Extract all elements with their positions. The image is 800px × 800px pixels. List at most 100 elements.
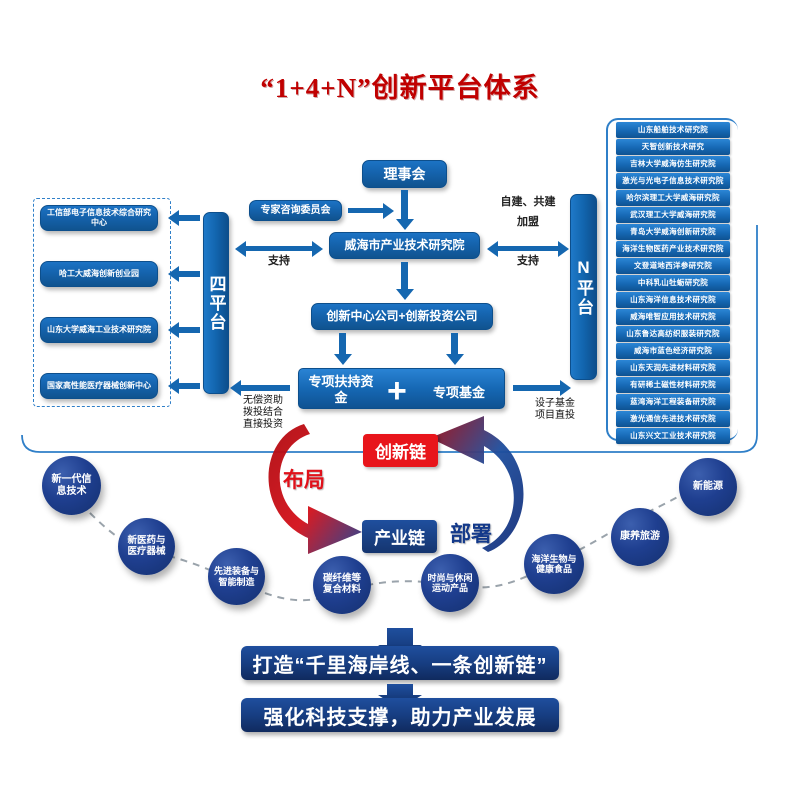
industry-bubble-1-line1: 新一代信 [51, 474, 92, 485]
support-left-label: 支持 [268, 255, 290, 267]
n-platform-item[interactable]: 威海唯智应用技术研究院 [616, 309, 730, 325]
arrow-fund-to-right-funding [513, 385, 561, 391]
n-platform-item[interactable]: 山东鲁达高纺织服装研究院 [616, 326, 730, 342]
plus-icon: + [387, 372, 407, 410]
deploy-word: 部署 [450, 523, 492, 546]
four-platform-item-3[interactable]: 山东大学威海工业技术研究院 [40, 317, 158, 343]
right-funding-line1: 设子基金 [535, 398, 575, 409]
industry-bubble-4-line2: 复合材料 [322, 584, 361, 595]
four-platform-item-2-label: 哈工大威海创新创业园 [59, 269, 139, 279]
build-modes-line1: 自建、共建 [500, 196, 556, 208]
arrow-to-banner-2 [387, 684, 413, 696]
n-platform-item[interactable]: 武汉理工大学威海研究院 [616, 207, 730, 223]
n-platform-bar[interactable]: N平台 [570, 194, 597, 380]
industry-bubble-2[interactable]: 新医药与 医疗器械 [118, 518, 175, 575]
arrow-advisory-to-institute [348, 208, 384, 213]
industry-bubble-7[interactable]: 康养旅游 [611, 508, 669, 566]
industry-bubble-6-line1: 海洋生物与 [531, 553, 577, 564]
n-platform-item[interactable]: 激光通信先进技术研究院 [616, 411, 730, 427]
n-platform-item[interactable]: 哈尔滨理工大学威海研究院 [616, 190, 730, 206]
industry-bubble-1-line2: 息技术 [56, 485, 87, 497]
connector-arrow-four-3 [178, 327, 200, 333]
arrow-to-banner-1 [387, 628, 413, 646]
chain-loop-arrows [268, 416, 524, 554]
n-platform-item-label: 天智创新技术研究 [641, 142, 705, 152]
enclosure-outline [21, 225, 758, 453]
n-platform-item-label: 有研稀土磁性材料研究院 [630, 380, 716, 390]
four-platform-item-2[interactable]: 哈工大威海创新创业园 [40, 261, 158, 287]
four-platform-bar[interactable]: 四平台 [203, 212, 229, 394]
bottom-banner-1-label: 打造“千里海岸线、一条创新链” [252, 654, 548, 677]
n-platform-bar-label: N平台 [574, 257, 593, 317]
n-platform-item[interactable]: 吉林大学威海仿生研究院 [616, 156, 730, 172]
n-platform-item-label: 海洋生物医药产业技术研究院 [622, 244, 724, 254]
n-platform-item[interactable]: 天智创新技术研究 [616, 139, 730, 155]
industry-bubble-6[interactable]: 海洋生物与 健康食品 [524, 534, 584, 594]
arrow-companies-to-fund-right [451, 333, 458, 355]
n-platform-item-label: 武汉理工大学威海研究院 [630, 210, 716, 220]
council-box[interactable]: 理事会 [362, 160, 447, 188]
four-platform-item-1-label: 工信部电子信息技术综合研究中心 [47, 208, 151, 227]
n-platform-item[interactable]: 激光与光电子信息技术研究院 [616, 173, 730, 189]
industry-bubble-1[interactable]: 新一代信 息技术 [42, 456, 101, 515]
four-platform-item-3-label: 山东大学威海工业技术研究院 [47, 325, 151, 335]
n-platform-item-label: 青岛大学威海创新研究院 [630, 227, 716, 237]
innovation-chain-label: 创新链 [363, 434, 438, 467]
advisory-box[interactable]: 专家咨询委员会 [249, 200, 342, 221]
n-platform-item-label: 蓝湾海洋工程装备研究院 [630, 397, 716, 407]
support-right-label: 支持 [517, 255, 539, 267]
four-platform-bar-label: 四平台 [206, 274, 226, 332]
n-platform-item-label: 山东海洋信息技术研究院 [630, 295, 716, 305]
n-platform-item-label: 威海市蓝色经济研究院 [634, 346, 712, 356]
n-platform-item[interactable]: 山东海洋信息技术研究院 [616, 292, 730, 308]
industry-bubble-7-line1: 康养旅游 [620, 531, 660, 543]
left-funding-line2: 拨投结合 [243, 407, 283, 418]
n-platform-item[interactable]: 山东兴文工业技术研究院 [616, 428, 730, 444]
n-platform-item-label: 激光与光电子信息技术研究院 [622, 176, 724, 186]
industry-bubble-8[interactable]: 新能源 [679, 458, 737, 516]
n-platform-item[interactable]: 文登道地西洋参研究院 [616, 258, 730, 274]
industry-chain-text: 产业链 [374, 529, 425, 548]
layout-word: 布局 [283, 469, 325, 492]
four-platform-item-4[interactable]: 国家高性能医疗器械创新中心 [40, 373, 158, 399]
advisory-label: 专家咨询委员会 [260, 204, 331, 216]
n-platform-item[interactable]: 蓝湾海洋工程装备研究院 [616, 394, 730, 410]
fund-bar [298, 368, 505, 409]
n-platform-item-label: 山东天润先进材料研究院 [630, 363, 716, 373]
n-platform-item-label: 吉林大学威海仿生研究院 [630, 159, 716, 169]
industry-bubble-5[interactable]: 时尚与休闲 运动产品 [421, 554, 479, 612]
left-funding-line3: 直接投资 [243, 419, 283, 430]
industry-bubble-3-line1: 先进装备与 [213, 566, 259, 577]
n-platform-item[interactable]: 中科乳山牡蛎研究院 [616, 275, 730, 291]
industry-bubble-4[interactable]: 碳纤维等 复合材料 [313, 556, 371, 614]
n-platform-item[interactable]: 威海市蓝色经济研究院 [616, 343, 730, 359]
four-platform-item-1[interactable]: 工信部电子信息技术综合研究中心 [40, 205, 158, 231]
build-modes-line2: 加盟 [517, 216, 539, 228]
fund-left-label: 专项扶持资金 [308, 374, 374, 405]
bottom-banner-2: 强化科技支撑，助力产业发展 [241, 698, 559, 732]
institute-box[interactable]: 威海市产业技术研究院 [329, 232, 480, 259]
arrow-fund-to-left-funding [240, 385, 290, 391]
n-platform-item[interactable]: 有研稀土磁性材料研究院 [616, 377, 730, 393]
n-platform-item[interactable]: 海洋生物医药产业技术研究院 [616, 241, 730, 257]
n-platform-item-label: 激光通信先进技术研究院 [630, 414, 716, 424]
four-platform-group-frame [33, 198, 171, 407]
n-platform-item[interactable]: 山东船舶技术研究院 [616, 122, 730, 138]
n-platform-item-label: 山东船舶技术研究院 [637, 125, 709, 135]
connector-arrow-four-4 [178, 383, 200, 389]
bottom-banner-1: 打造“千里海岸线、一条创新链” [241, 646, 559, 680]
n-platform-item[interactable]: 山东天润先进材料研究院 [616, 360, 730, 376]
n-platform-item[interactable]: 青岛大学威海创新研究院 [616, 224, 730, 240]
innovation-chain-text: 创新链 [375, 443, 426, 462]
industry-bubble-2-line2: 医疗器械 [127, 545, 166, 557]
industry-bubble-8-line1: 新能源 [693, 481, 723, 493]
arrow-companies-to-fund-left [339, 333, 346, 355]
arrow-support-left [245, 246, 313, 251]
companies-box[interactable]: 创新中心公司+创新投资公司 [311, 303, 493, 330]
institute-label: 威海市产业技术研究院 [344, 238, 465, 253]
bottom-banner-2-label: 强化科技支撑，助力产业发展 [263, 706, 537, 729]
n-platform-item-label: 山东鲁达高纺织服装研究院 [626, 329, 720, 339]
industry-bubble-3[interactable]: 先进装备与 智能制造 [208, 548, 265, 605]
industry-bubble-2-line1: 新医药与 [127, 534, 166, 546]
